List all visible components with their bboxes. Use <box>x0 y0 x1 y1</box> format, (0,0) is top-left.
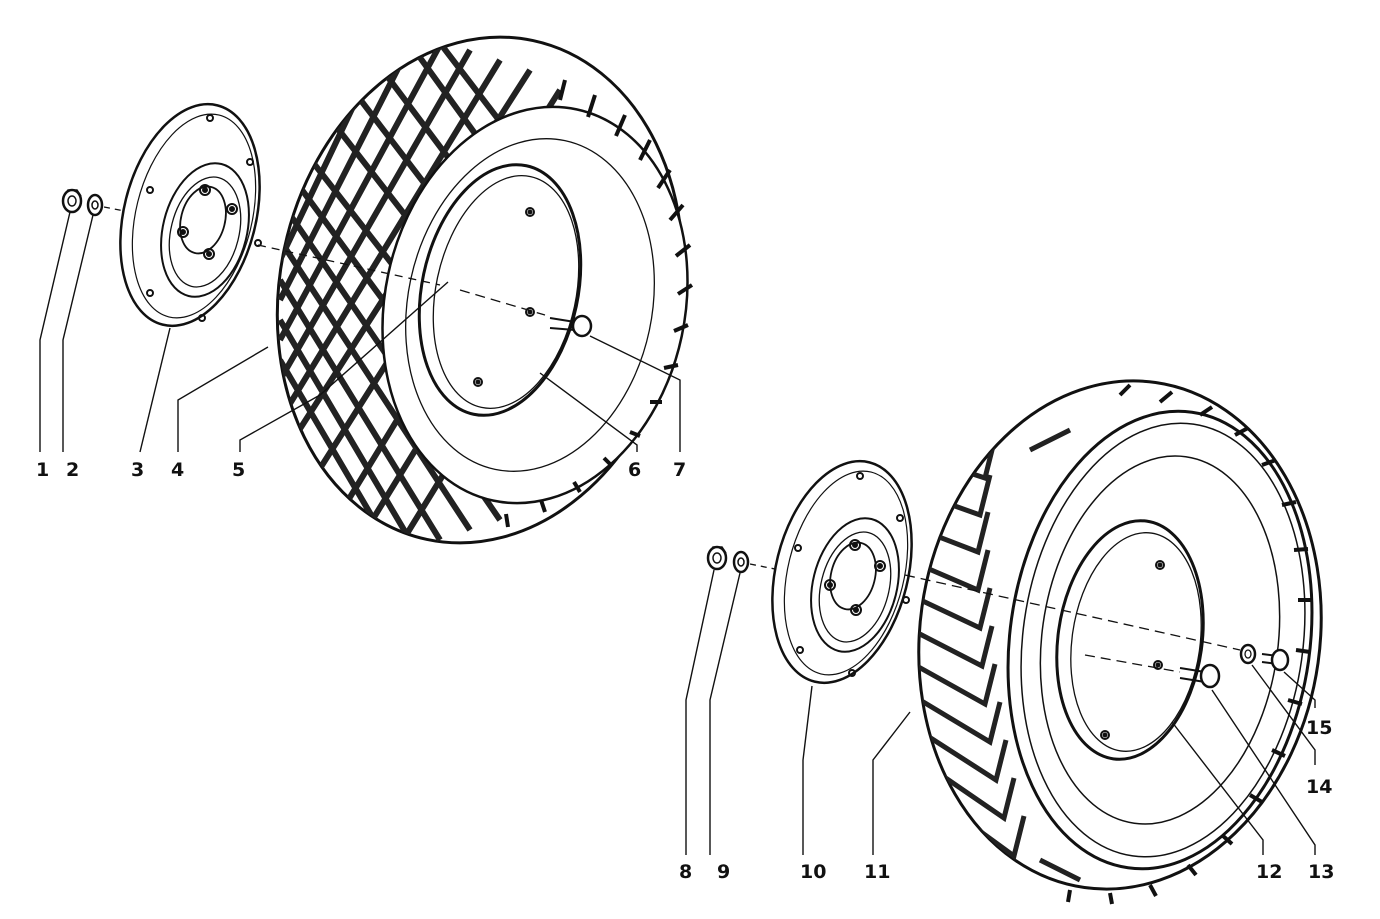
callout-10: 10 <box>800 861 826 883</box>
assembly-chevron-wheel <box>706 354 1323 905</box>
callout-11: 11 <box>864 861 890 883</box>
lug-nut-8 <box>706 545 728 571</box>
callout-2: 2 <box>66 459 79 481</box>
wheel-bolt-7 <box>549 314 593 338</box>
hub-plate-10 <box>771 459 913 685</box>
leader-lines-1 <box>39 211 681 453</box>
lug-nut-1 <box>61 188 83 214</box>
callout-13: 13 <box>1308 861 1334 883</box>
wheel-bolt-13 <box>1179 663 1221 689</box>
rim-12 <box>1055 519 1205 761</box>
washer-14 <box>1239 643 1257 665</box>
callout-3: 3 <box>131 459 144 481</box>
callout-14: 14 <box>1306 776 1332 798</box>
bolt-15 <box>1261 648 1290 672</box>
callouts-assembly-1: 1 2 3 4 5 6 7 <box>36 459 686 481</box>
leader-lines-2 <box>685 569 1316 855</box>
callout-8: 8 <box>679 861 692 883</box>
washer-9 <box>732 550 750 574</box>
callouts-assembly-2: 8 9 10 11 12 13 14 15 <box>679 717 1334 883</box>
callout-6: 6 <box>628 459 641 481</box>
hub-plate-3 <box>119 102 262 328</box>
callout-4: 4 <box>171 459 184 481</box>
rim-6 <box>417 163 583 417</box>
callout-15: 15 <box>1306 717 1332 739</box>
callout-12: 12 <box>1256 861 1282 883</box>
callout-7: 7 <box>673 459 686 481</box>
callout-9: 9 <box>717 861 730 883</box>
washer-2 <box>86 193 104 217</box>
assembly-turf-wheel <box>61 28 694 547</box>
callout-5: 5 <box>232 459 245 481</box>
callout-1: 1 <box>36 459 49 481</box>
